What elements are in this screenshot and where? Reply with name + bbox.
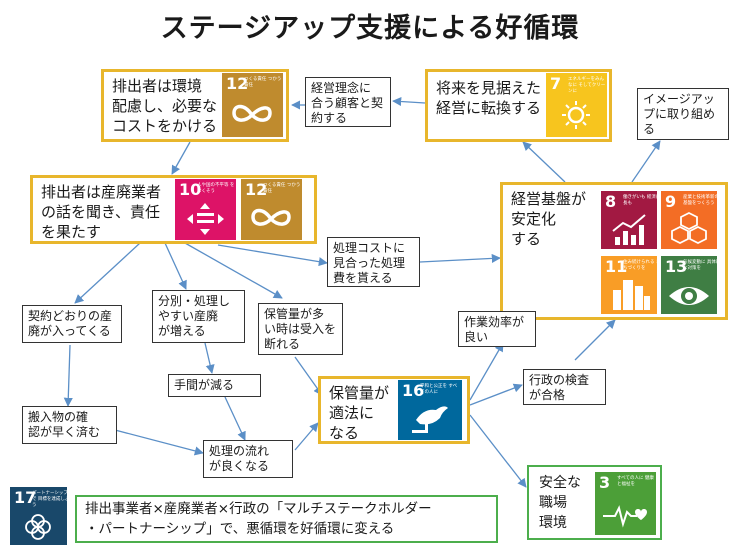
arrow-flow-to-storage (294, 422, 319, 451)
sdg-9-icon: 9 産業と技術革新の 基盤をつくろう (661, 191, 717, 249)
arrow-storage-to-safety (469, 414, 527, 488)
infinity-icon (251, 208, 291, 226)
eye-globe-icon (669, 287, 709, 305)
node-efficiency: 作業効率が 良い (458, 311, 536, 347)
node-accept: 保管量が多 い時は受入を 断れる (258, 303, 343, 355)
node-mgmt-idea: 経営理念に 合う顧客と契 約する (305, 77, 391, 127)
node-bottom-message: 排出事業者×産廃業者×行政の「マルチステークホルダー ・パートナーシップ」で、悪… (75, 495, 498, 543)
buildings-icon (613, 280, 650, 310)
arrow-future-to-mgmtidea (392, 96, 426, 107)
dove-icon (412, 406, 448, 433)
diagram-title: ステージアップ支援による好循環 (160, 13, 580, 44)
sdg-7-icon: 7 エネルギーをみんなに そしてクリーンに (546, 73, 607, 137)
sdg-13-icon: 13 気候変動に 具体的な対策を (661, 256, 717, 314)
sdg-3-icon: 3 すべての人に 健康と福祉を (595, 472, 656, 535)
growth-chart-icon (612, 214, 646, 245)
sun-icon (562, 101, 590, 129)
arrow-cost-to-listen (171, 141, 191, 175)
sdg-11-icon: 11 住み続けられる まちづくりを (601, 256, 657, 314)
node-image-up: イメージアッ プに取り組め る (637, 88, 729, 140)
arrow-proccost-to-stable (419, 253, 501, 263)
arrow-listen-to-sorted (164, 242, 187, 290)
arrow-contract-to-confirm (63, 344, 73, 407)
arrow-listen-to-contract (74, 242, 141, 304)
equality-icon (187, 203, 224, 235)
cubes-icon (671, 211, 707, 245)
arrow-listen-to-proccost (217, 244, 328, 267)
sdg-12-icon: 12 つくる責任 つかう責任 (222, 73, 283, 137)
node-inspect: 行政の検査 が合格 (523, 369, 606, 405)
sdg-17-icon: 17 パートナーシップで 目標を達成しよう (10, 487, 67, 545)
node-proc-cost: 処理コストに 見合った処理 費を貰える (327, 237, 420, 287)
arrow-storage-to-inspect (469, 383, 523, 406)
infinity-icon (232, 104, 272, 122)
rings-icon (25, 514, 51, 540)
arrow-stable-to-imageup (631, 140, 661, 183)
arrow-sorted-to-effort (204, 342, 215, 374)
sdg-16-icon: 16 平和と公正を すべての人に (398, 380, 462, 440)
arrow-storage-to-efficiency (469, 342, 504, 401)
arrow-confirm-to-flow (114, 429, 204, 456)
arrow-inspect-to-stable (574, 319, 616, 361)
arrow-effort-to-flow (224, 396, 246, 441)
sdg-12-icon: 12 つくる責任 つかう責任 (241, 179, 302, 240)
sdg-8-icon: 8 働きがいも 経済成長も (601, 191, 657, 249)
node-effort: 手間が減る (168, 374, 261, 397)
node-contract: 契約どおりの産 廃が入ってくる (22, 305, 122, 343)
arrow-accept-to-storage (294, 356, 323, 396)
node-sorted: 分別・処理し やすい産廃 が増える (152, 290, 245, 343)
node-flow: 処理の流れ が良くなる (203, 440, 293, 478)
sdg-10-icon: 10 人や国の不平等 をなくそう (175, 179, 236, 240)
node-confirm: 搬入物の確 認が早く済む (22, 406, 117, 444)
arrow-listen-to-accept (184, 242, 283, 299)
heartbeat-icon (603, 505, 647, 528)
arrow-stable-to-future (522, 141, 566, 183)
